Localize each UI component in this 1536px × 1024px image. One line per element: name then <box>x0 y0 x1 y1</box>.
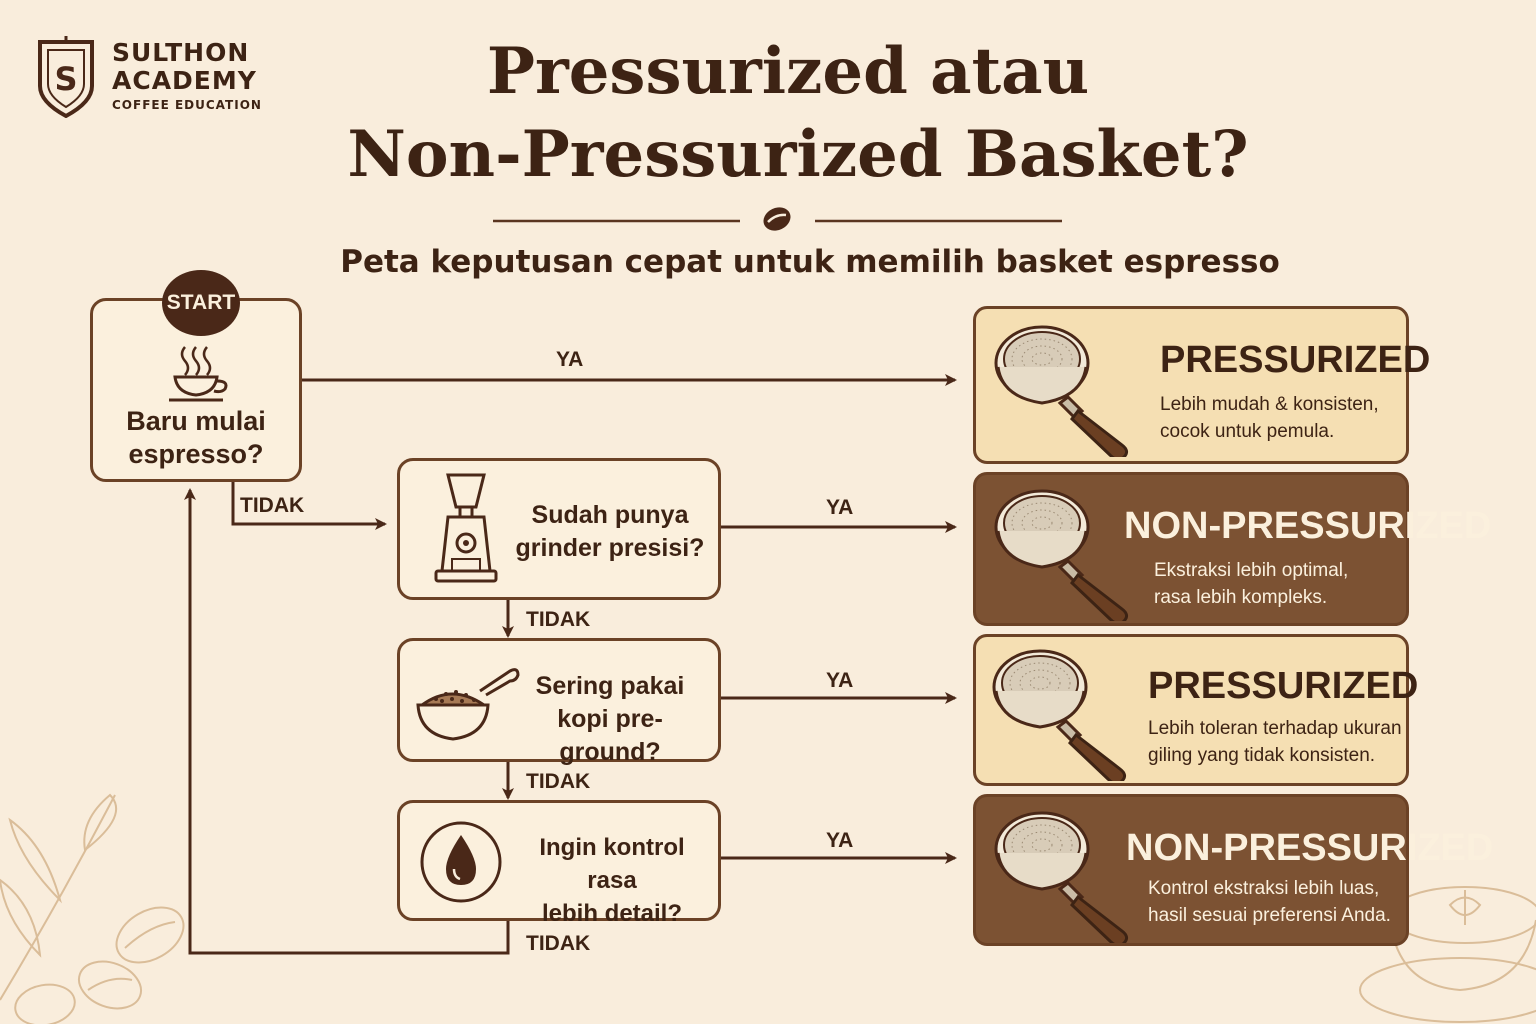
question-text-q1: Baru mulai espresso? <box>126 406 266 469</box>
arrow-q1-no <box>231 482 387 530</box>
page-title-line1: Pressurized atau <box>486 34 1090 109</box>
label-q4-yes: YA <box>826 829 854 852</box>
shield-icon: S <box>38 36 94 118</box>
decision-box-q4: Ingin kontrol rasa lebih detail? <box>397 800 721 927</box>
portafilter-icon <box>994 325 1129 457</box>
brand-initial: S <box>54 60 77 98</box>
result-title-2: NON-PRESSURIZED <box>1124 505 1492 547</box>
portafilter-icon <box>994 811 1129 943</box>
decision-box-q3: Sering pakai kopi pre-ground? <box>397 638 721 766</box>
portafilter-icon <box>994 489 1129 621</box>
coffee-bean-icon <box>763 207 791 231</box>
brand-tagline: COFFEE EDUCATION <box>112 98 262 112</box>
brand-name-line1: SULTHON <box>112 38 250 67</box>
title-divider <box>493 207 1062 231</box>
result-desc-4: Kontrol ekstraksi lebih luas, hasil sesu… <box>1148 878 1391 926</box>
result-title-3: PRESSURIZED <box>1148 665 1419 707</box>
label-q3-no: TIDAK <box>526 770 591 793</box>
label-q1-no: TIDAK <box>240 494 305 517</box>
question-text-q2: Sudah punya grinder presisi? <box>515 501 705 562</box>
question-text-q4: Ingin kontrol rasa lebih detail? <box>539 834 685 927</box>
label-q1-yes: YA <box>556 348 584 371</box>
arrow-q4-no-loop <box>184 488 510 955</box>
question-text-q3: Sering pakai kopi pre-ground? <box>535 672 685 766</box>
result-card-1: PRESSURIZED Lebih mudah & konsisten, coc… <box>973 306 1430 464</box>
brand-name-line2: ACADEMY <box>112 66 257 95</box>
label-q3-yes: YA <box>826 669 854 692</box>
result-card-3: PRESSURIZED Lebih toleran terhadap ukura… <box>973 634 1418 786</box>
result-card-2: NON-PRESSURIZED Ekstraksi lebih optimal,… <box>973 472 1491 626</box>
result-card-4: NON-PRESSURIZED Kontrol ekstraksi lebih … <box>973 794 1493 946</box>
decision-box-q2: Sudah punya grinder presisi? <box>397 458 721 600</box>
portafilter-icon <box>992 649 1127 781</box>
water-drop-icon <box>420 821 502 903</box>
label-q2-no: TIDAK <box>526 608 591 631</box>
result-desc-3: Lebih toleran terhadap ukuran giling yan… <box>1148 718 1402 766</box>
coffee-cup-icon <box>169 346 228 402</box>
brand-logo: S SULTHON ACADEMY COFFEE EDUCATION <box>36 36 276 126</box>
coffee-branch-illustration <box>0 793 185 1024</box>
label-q2-yes: YA <box>826 496 854 519</box>
page-title-line2: Non-Pressurized Basket? <box>347 117 1249 192</box>
page-subtitle: Peta keputusan cepat untuk memilih baske… <box>340 244 1280 280</box>
label-q4-no: TIDAK <box>526 932 591 955</box>
result-title-1: PRESSURIZED <box>1160 339 1431 381</box>
start-badge: START <box>162 270 240 336</box>
result-desc-2: Ekstraksi lebih optimal, rasa lebih komp… <box>1154 560 1349 608</box>
result-desc-1: Lebih mudah & konsisten, cocok untuk pem… <box>1160 394 1379 442</box>
ground-coffee-bowl-icon <box>416 668 520 741</box>
grinder-icon <box>434 473 498 583</box>
result-title-4: NON-PRESSURIZED <box>1126 827 1494 869</box>
